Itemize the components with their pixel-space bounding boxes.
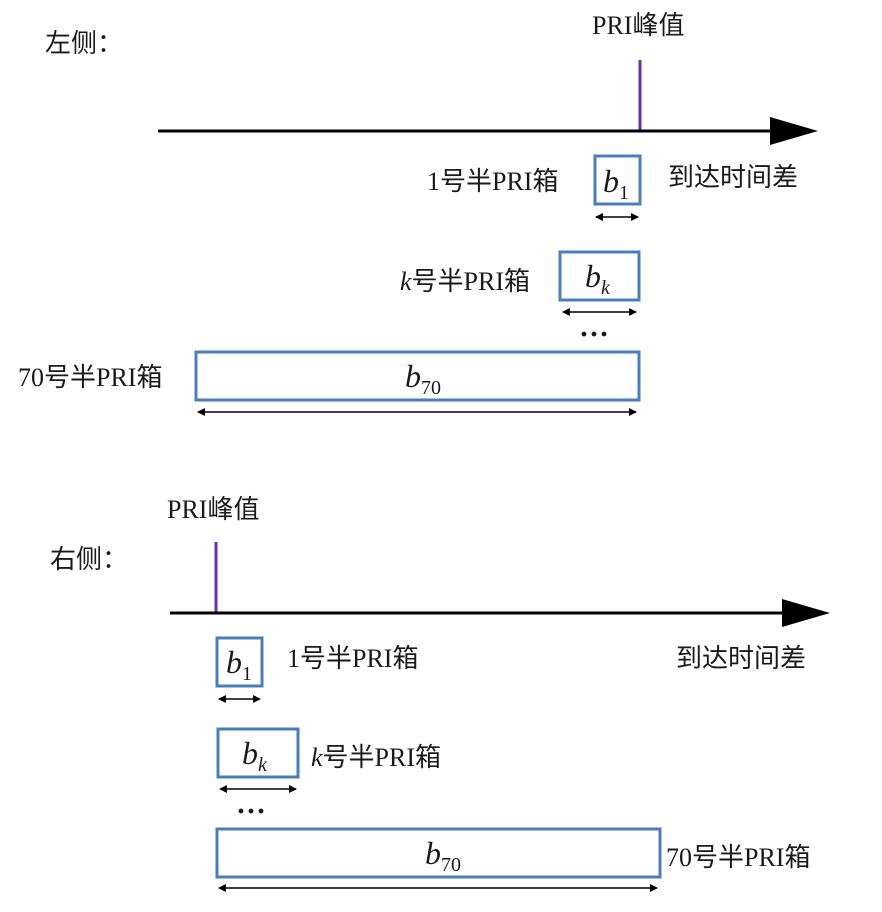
right-bin-1: b1 1号半PRI箱 [215,636,418,703]
left-peak-label: PRI峰值 [592,11,684,40]
right-bin-70-symbol: b70 [425,835,461,876]
left-bin-1-symbol: b1 [603,163,629,204]
right-peak-label: PRI峰值 [167,495,259,524]
left-bin-70-label: 70号半PRI箱 [18,363,162,392]
right-bin-1-box [215,636,264,688]
right-bin-1-symbol: b1 [226,644,252,685]
left-bin-70: 70号半PRI箱 b70 [18,350,641,416]
left-axis-label: 到达时间差 [668,163,798,192]
left-bin-k-symbol: bk [585,258,611,299]
left-bin-70-symbol: b70 [405,358,441,399]
right-axis-arrowhead [782,599,830,627]
right-axis-label: 到达时间差 [676,644,806,673]
right-bin-70-label: 70号半PRI箱 [666,843,810,872]
left-ellipsis: ··· [579,318,609,351]
left-side-label: 左侧： [45,29,123,58]
left-bin-70-box [194,350,641,402]
left-bin-k: k号半PRI箱 bk [400,250,641,316]
left-bin-1-box [593,154,642,206]
right-panel: PRI峰值 右侧： 到达时间差 b1 1号半PRI箱 bk k号半PRI箱 ··… [50,495,830,892]
left-bin-k-label: k号半PRI箱 [400,267,530,296]
right-bin-k-box [216,727,300,779]
right-bin-k: bk k号半PRI箱 [216,727,441,793]
right-bin-k-label: k号半PRI箱 [311,743,441,772]
left-bin-k-box [558,250,641,302]
right-ellipsis: ··· [236,795,266,828]
left-bin-1: 1号半PRI箱 b1 [427,154,642,221]
left-axis-arrowhead [770,117,818,145]
right-bin-1-label: 1号半PRI箱 [287,644,418,673]
right-bin-k-symbol: bk [242,735,268,776]
right-bin-70-box [215,827,662,879]
left-bin-1-label: 1号半PRI箱 [427,167,558,196]
left-panel: 左侧： PRI峰值 到达时间差 1号半PRI箱 b1 k号半PRI箱 bk ··… [18,11,818,416]
right-bin-70: b70 70号半PRI箱 [215,827,810,892]
right-side-label: 右侧： [50,545,128,574]
